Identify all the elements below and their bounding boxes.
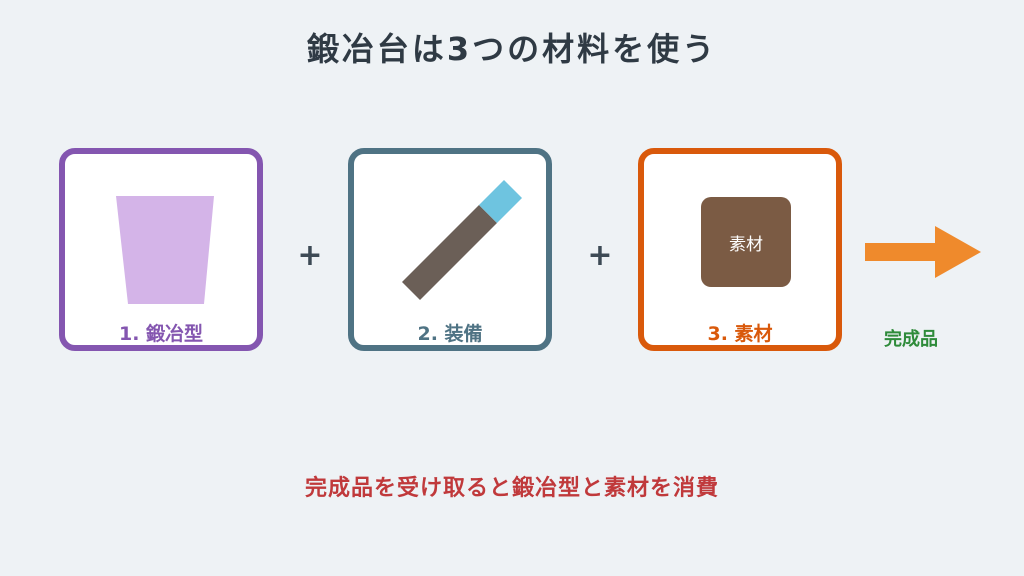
card-equipment: 2. 装備 bbox=[348, 148, 552, 351]
card-material: 素材 3. 素材 bbox=[638, 148, 842, 351]
plus-sign-1: + bbox=[297, 238, 323, 273]
plus-sign-2: + bbox=[587, 238, 613, 273]
arrow-right-icon bbox=[865, 226, 981, 278]
card-label-equipment: 2. 装備 bbox=[417, 323, 483, 345]
caption-text: 完成品を受け取ると鍛冶型と素材を消費 bbox=[304, 476, 719, 501]
equipment-icon bbox=[402, 180, 522, 300]
smithing-template-icon bbox=[116, 196, 214, 304]
page-title: 鍛冶台は3つの材料を使う bbox=[306, 30, 718, 68]
result-label: 完成品 bbox=[884, 329, 938, 350]
card-label-material: 3. 素材 bbox=[707, 323, 773, 345]
card-label-smithing-template: 1. 鍛冶型 bbox=[118, 323, 204, 345]
material-icon: 素材 bbox=[701, 197, 791, 287]
card-smithing-template: 1. 鍛冶型 bbox=[59, 148, 263, 351]
